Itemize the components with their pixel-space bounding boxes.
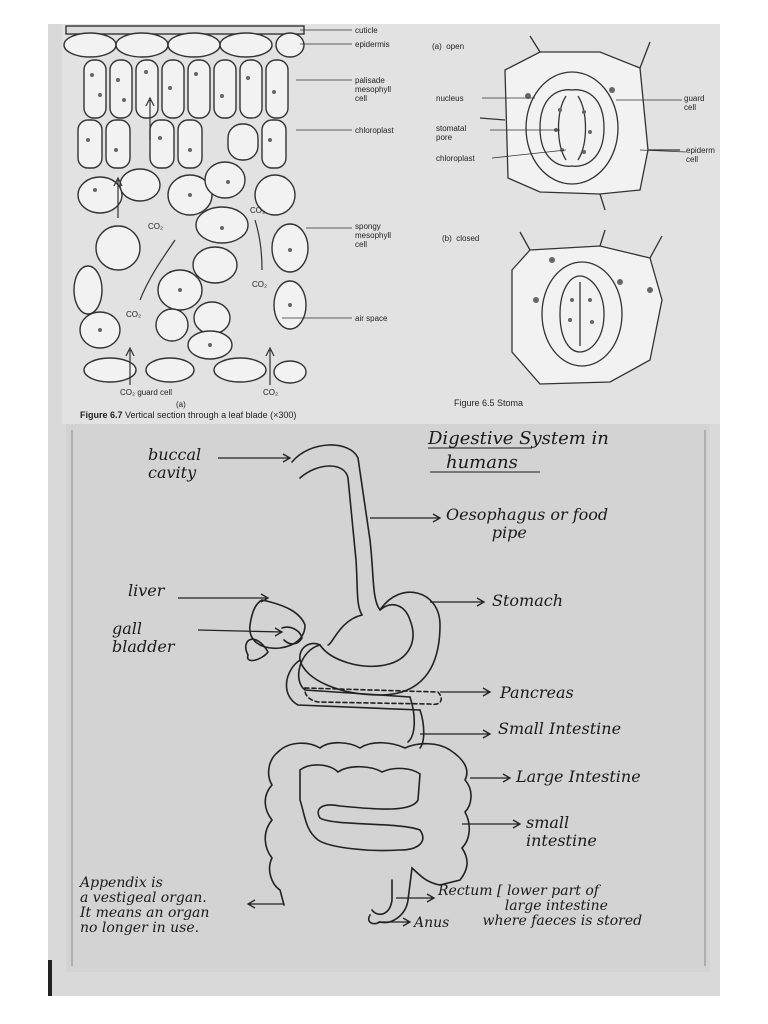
- stoma-closed-drawing: [511, 229, 663, 385]
- co2-label-4: CO₂: [252, 280, 268, 289]
- part-a-label: (a): [176, 400, 186, 409]
- stoma-chloroplasts: [525, 87, 653, 324]
- leaf-leader-lines: [282, 29, 352, 319]
- chloroplast-dots: [86, 70, 292, 347]
- liver-outline: [245, 599, 306, 662]
- stoma-closed-label: (b) closed: [442, 234, 480, 243]
- small-intestine-outline: [299, 764, 424, 852]
- leaf-section-drawing: [63, 25, 309, 385]
- oesophagus-label: Oesophagus or food pipe: [446, 505, 609, 542]
- guard-cell-label: CO₂ guard cell: [120, 388, 173, 397]
- stomach-outline: [299, 591, 441, 696]
- gall-bladder-outline: [281, 626, 303, 645]
- appendix-note: Appendix is a vestigeal organ. It means …: [80, 875, 210, 936]
- stoma-chloroplast-label: chloroplast: [436, 154, 475, 163]
- chloroplast-label: chloroplast: [355, 126, 394, 135]
- guard-cell-stoma-label: guard cell: [684, 94, 705, 112]
- stoma-caption: Figure 6.5 Stoma: [454, 398, 524, 408]
- spongy-cells: [73, 161, 309, 360]
- leaf-caption-text: Vertical section through a leaf blade (×…: [125, 410, 297, 420]
- epidermal-cell-label: epiderm cell: [686, 146, 715, 164]
- pancreas-label: Pancreas: [500, 683, 574, 702]
- large-intestine-label: Large Intestine: [516, 767, 641, 786]
- stoma-leader-lines: [482, 97, 687, 159]
- palisade-cells: [77, 59, 289, 169]
- notes-title-line1: Digestive System in: [428, 428, 609, 449]
- spongy-label: spongy mesophyll cell: [355, 222, 392, 249]
- palisade-label: palisade mesophyll cell: [355, 76, 392, 103]
- air-space-label: air space: [355, 314, 388, 323]
- cuticle-layer: [65, 25, 305, 35]
- notes-title-line2: humans: [446, 452, 518, 473]
- leaf-caption: Figure 6.7 Vertical section through a le…: [80, 410, 296, 420]
- ascending-colon-outline: [264, 751, 285, 906]
- large-intestine-outline: [277, 741, 472, 886]
- lower-epidermis: [83, 357, 307, 384]
- digestive-arrows: [178, 447, 540, 927]
- cuticle-label: cuticle: [355, 26, 378, 35]
- co2-label-3: CO₂: [126, 310, 142, 319]
- rectum-label: Rectum [ lower part of large intestine w…: [438, 883, 643, 929]
- nucleus-label: nucleus: [436, 94, 464, 103]
- co2-label-1: CO₂: [148, 222, 164, 231]
- gall-bladder-label: gall bladder: [112, 619, 175, 656]
- epidermis-row: [63, 32, 305, 58]
- digestive-tract-drawing: [245, 444, 472, 925]
- stoma-open-label: (a) open: [432, 42, 465, 51]
- leaf-caption-number: Figure 6.7: [80, 410, 123, 420]
- page-edge-mark: [48, 960, 52, 996]
- anus-label: Anus: [414, 915, 450, 931]
- stomatal-pore-label: stomatal pore: [436, 124, 467, 142]
- pancreas-outline: [304, 687, 442, 706]
- stoma-open-drawing: [479, 35, 680, 211]
- co2-arrows: [113, 96, 275, 385]
- oesophagus-outline: [291, 444, 381, 611]
- anus-outline: [367, 879, 393, 925]
- small-intestine-label-2: small intestine: [526, 813, 597, 850]
- notebook-page: [66, 424, 710, 972]
- small-intestine-label: Small Intestine: [498, 719, 622, 738]
- duodenum-outline: [285, 659, 421, 711]
- buccal-cavity-label: buccal cavity: [148, 445, 202, 482]
- co2-label-5: CO₂: [263, 388, 279, 397]
- epidermis-label: epidermis: [355, 40, 390, 49]
- liver-label: liver: [128, 581, 165, 600]
- co2-label-2: CO₂: [250, 206, 266, 215]
- stomach-label: Stomach: [492, 591, 563, 610]
- rectum-outline: [379, 866, 441, 924]
